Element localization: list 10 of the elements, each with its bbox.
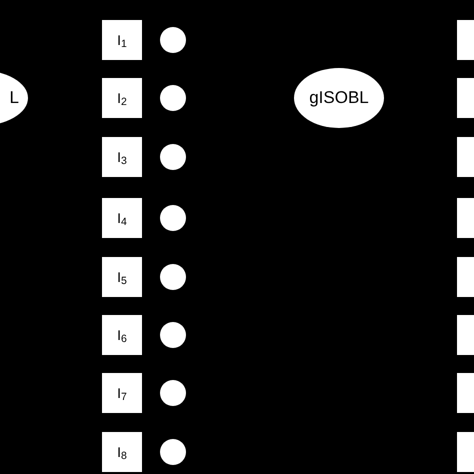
square-box: I$_{8}$ — [102, 432, 142, 472]
square-box: I$_{3}$ — [102, 137, 142, 177]
square-box: I$_{7}$ — [102, 373, 142, 413]
square-box: I$_{6}$ — [102, 315, 142, 355]
square-box: I$_{4}$ — [102, 198, 142, 238]
square-box: I$_{1}$ — [102, 20, 142, 60]
square-box: I$_{2}$ — [102, 78, 142, 118]
ellipse-node: L — [0, 70, 28, 126]
square-box: I$_{5}$ — [102, 257, 142, 297]
ellipse-node: gISOBL — [294, 68, 384, 128]
